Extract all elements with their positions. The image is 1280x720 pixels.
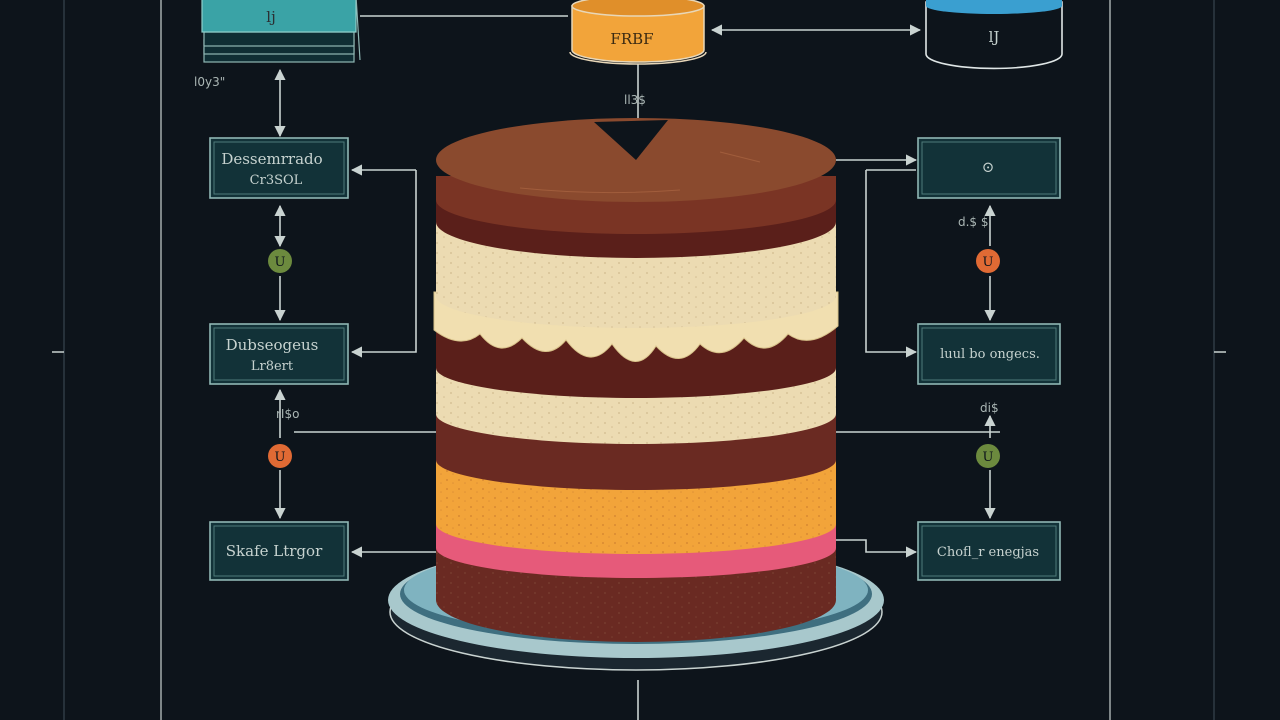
left-marker-2: U bbox=[268, 444, 292, 468]
layered-cake-illustration bbox=[388, 118, 884, 671]
left-node-3: Skafe Ltrgor bbox=[209, 521, 349, 581]
svg-text:Cr3SOL: Cr3SOL bbox=[250, 173, 303, 188]
right-db-label: lJ bbox=[989, 28, 1000, 46]
svg-text:U: U bbox=[983, 255, 994, 270]
stack-label: lj bbox=[266, 8, 275, 26]
left-node-2: Dubseogeus Lr8ert bbox=[209, 323, 349, 385]
right-annotation-2: di$ bbox=[980, 401, 999, 415]
svg-text:U: U bbox=[983, 450, 994, 465]
frame-lines bbox=[52, 0, 1226, 720]
svg-text:U: U bbox=[275, 450, 286, 465]
center-label: FRBF bbox=[610, 30, 653, 48]
right-annotation-1: d.$ $ bbox=[958, 215, 989, 229]
right-marker-1: U bbox=[976, 249, 1000, 273]
right-node-3: Chofl_r enegjas bbox=[917, 521, 1061, 581]
svg-text:Dessemrrado: Dessemrrado bbox=[221, 150, 322, 168]
left-annotation: rI$o bbox=[276, 407, 299, 421]
right-node-2: luul bo ongecs. bbox=[917, 323, 1061, 385]
stack-caption: l0y3" bbox=[194, 75, 225, 89]
svg-text:Chofl_r enegjas: Chofl_r enegjas bbox=[937, 545, 1039, 560]
top-center-database: FRBF bbox=[569, 0, 707, 65]
clock-icon: ⊙ bbox=[982, 158, 995, 176]
top-right-database: lJ bbox=[925, 0, 1063, 70]
svg-text:Dubseogeus: Dubseogeus bbox=[226, 336, 319, 354]
connectors bbox=[274, 15, 1000, 720]
svg-text:Skafe Ltrgor: Skafe Ltrgor bbox=[226, 542, 323, 560]
left-node-1: Dessemrrado Cr3SOL bbox=[209, 137, 349, 199]
svg-text:Lr8ert: Lr8ert bbox=[251, 359, 294, 374]
top-left-stack: lj bbox=[201, 0, 361, 63]
svg-text:U: U bbox=[275, 255, 286, 270]
right-marker-2: U bbox=[976, 444, 1000, 468]
right-node-1: ⊙ bbox=[917, 137, 1061, 199]
left-marker-1: U bbox=[268, 249, 292, 273]
center-caption: ll3$ bbox=[624, 93, 646, 107]
svg-text:luul bo ongecs.: luul bo ongecs. bbox=[940, 347, 1040, 362]
